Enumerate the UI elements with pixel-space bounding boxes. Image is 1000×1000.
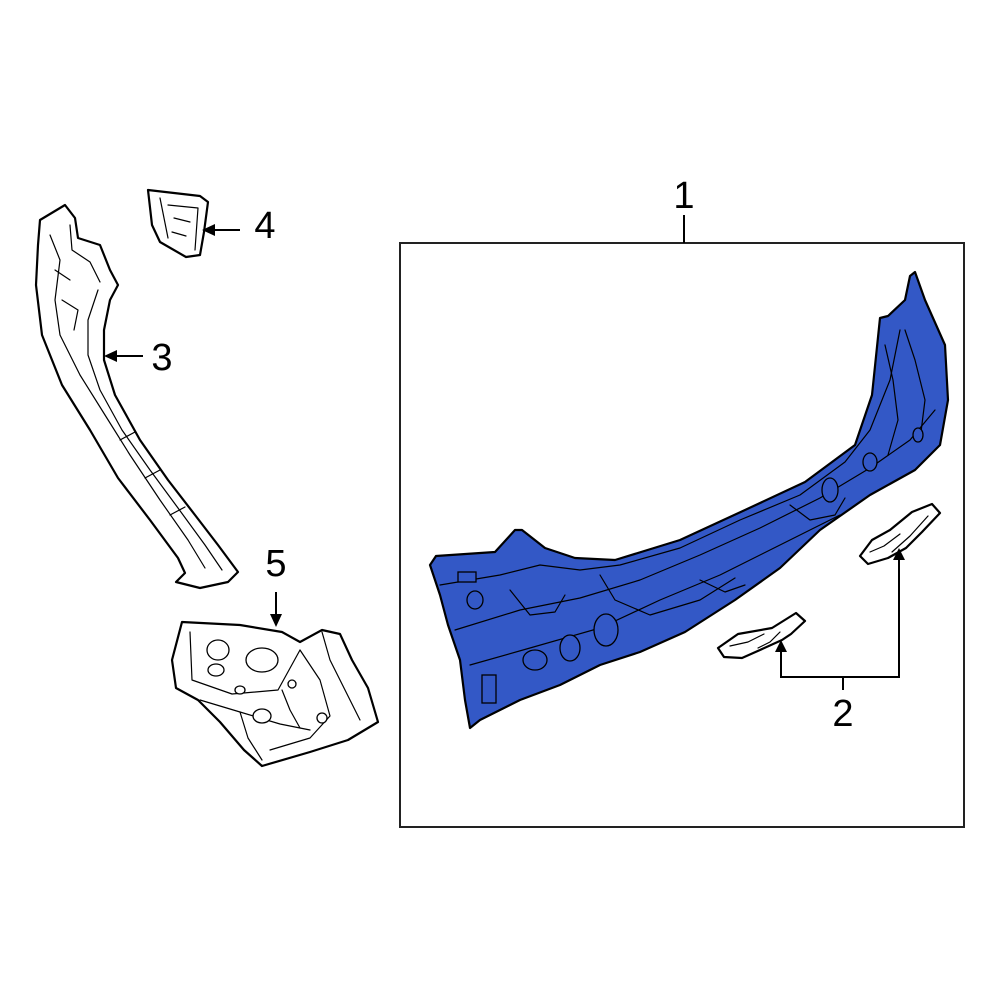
callout-5: 5 [265,543,286,585]
part-2-bracket-right[interactable] [858,502,942,566]
part-3-arrowhead [104,350,117,362]
callout-3: 3 [151,337,172,379]
lower-panel-details [189,631,361,761]
pillar-details [49,224,223,571]
part-5-arrowhead [270,614,282,627]
rear-panel-holes [457,427,924,704]
bracket-right-details [869,515,929,553]
part-1-rear-panel[interactable] [428,270,950,730]
part-2-arrowhead-left [775,640,787,652]
pillar-outline [34,203,240,590]
callout-2: 2 [832,693,853,735]
rear-panel-details [439,329,936,666]
part-1-frame [399,242,965,828]
part-5-lower-panel[interactable] [170,620,380,768]
part-3-pillar[interactable] [34,203,240,590]
part-2-bracket-left[interactable] [716,611,807,660]
callout-4: 4 [254,205,275,247]
callout-1: 1 [673,175,694,217]
part-4-arrowhead [202,224,215,236]
part-4-gusset[interactable] [146,188,210,259]
part-2-leader [780,558,900,678]
gusset-details [159,197,199,251]
rear-panel-body [428,270,950,730]
part-2-arrowhead-right [893,548,905,560]
bracket-left-details [729,631,781,649]
gusset-outline [146,188,210,259]
lower-panel-holes [206,639,328,724]
